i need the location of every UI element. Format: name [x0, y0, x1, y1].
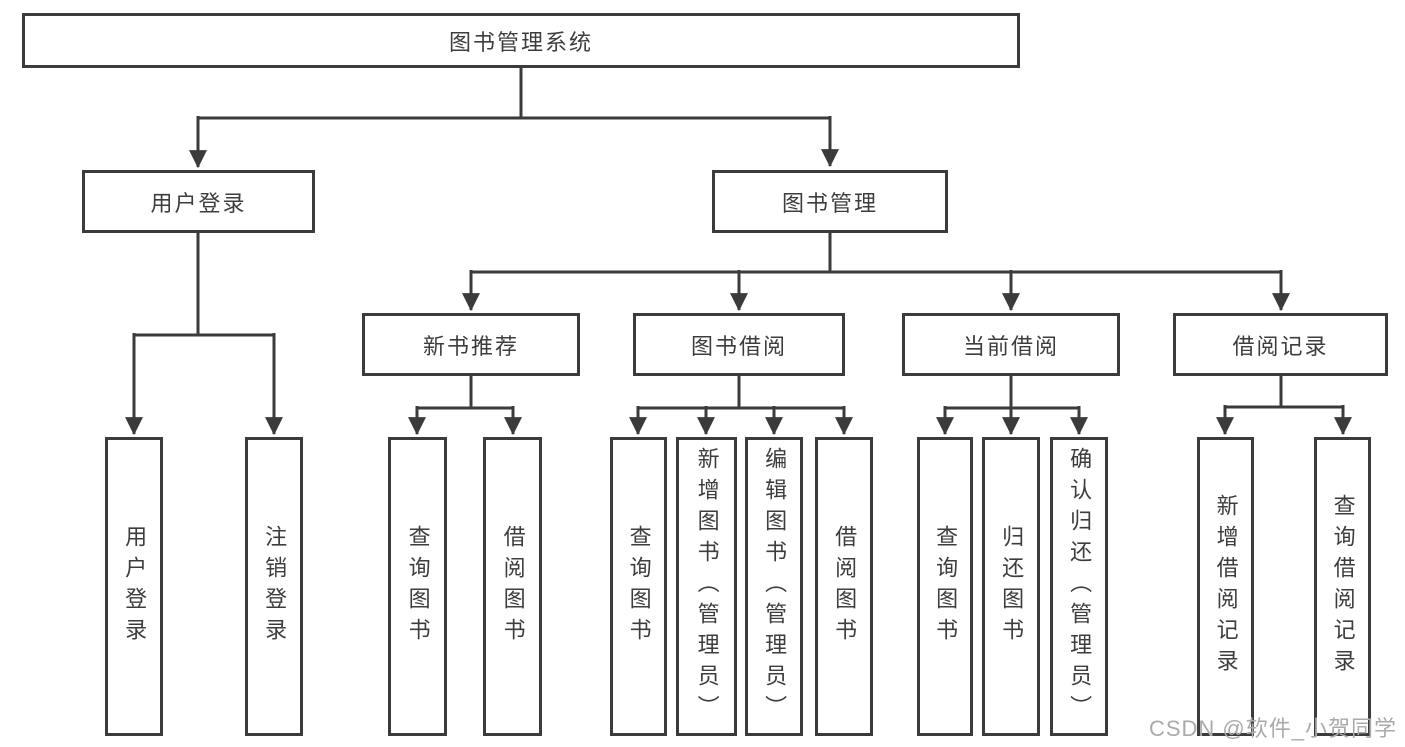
connector-user-login-children — [125, 233, 283, 436]
node-user-login: 用户登录 — [82, 170, 315, 233]
connector-new-book-recommend-children — [408, 376, 522, 436]
leaf-cb-confirm-return-admin: 确认归还（管理员） — [1050, 437, 1108, 736]
leaf-cb-return-books: 归还图书 — [982, 437, 1040, 736]
node-new-book-recommend: 新书推荐 — [362, 313, 580, 376]
leaf-user-login: 用户登录 — [105, 437, 163, 736]
leaf-cb-query-books: 查询图书 — [917, 437, 973, 736]
leaf-bb-query-books: 查询图书 — [610, 437, 667, 736]
node-borrowing-records: 借阅记录 — [1173, 313, 1388, 376]
leaf-br-add-record: 新增借阅记录 — [1197, 437, 1254, 736]
watermark: CSDN @软件_小贺同学 — [1148, 716, 1397, 741]
connector-current-borrowing-children — [936, 376, 1088, 436]
leaf-br-query-record: 查询借阅记录 — [1314, 437, 1371, 736]
leaf-bb-add-books-admin: 新增图书（管理员） — [676, 437, 737, 736]
leaf-nb-borrow-books: 借阅图书 — [483, 437, 542, 736]
connector-root-to-level2 — [189, 68, 839, 169]
node-current-borrowing: 当前借阅 — [902, 313, 1120, 376]
node-root: 图书管理系统 — [22, 13, 1020, 68]
leaf-nb-query-books: 查询图书 — [388, 437, 447, 736]
leaf-bb-borrow-books: 借阅图书 — [815, 437, 873, 736]
node-book-management: 图书管理 — [712, 170, 948, 233]
connector-book-management-sections — [462, 233, 1290, 312]
connector-borrowing-records-children — [1216, 376, 1352, 436]
node-book-borrowing: 图书借阅 — [633, 313, 845, 376]
leaf-bb-edit-books-admin: 编辑图书（管理员） — [745, 437, 803, 736]
connector-book-borrowing-children — [629, 376, 853, 436]
leaf-logout: 注销登录 — [245, 437, 303, 736]
